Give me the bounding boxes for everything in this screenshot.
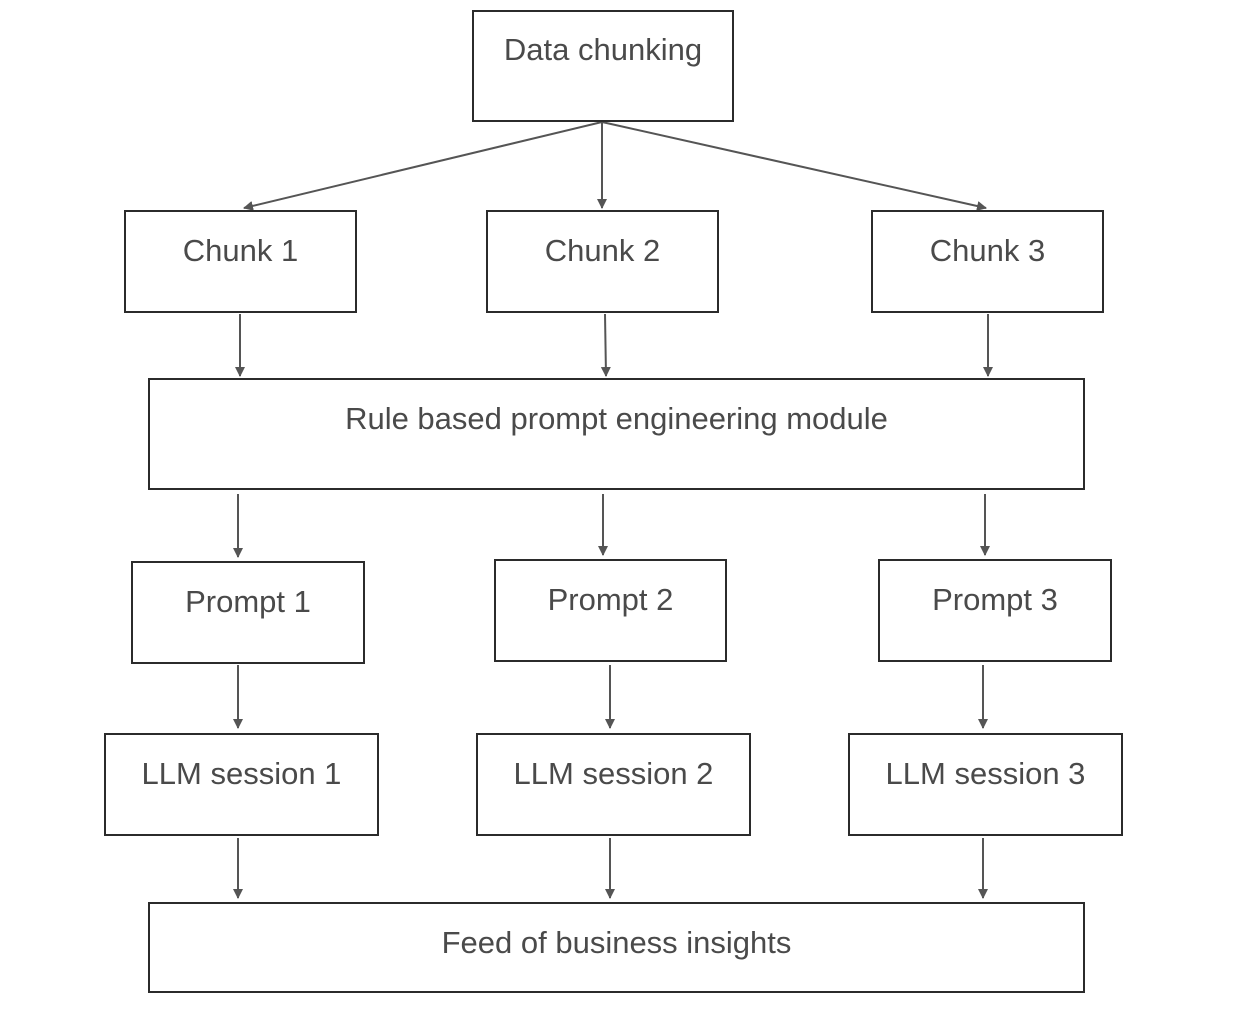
node-llm-session-2: LLM session 2 bbox=[476, 733, 751, 836]
node-prompt-1: Prompt 1 bbox=[131, 561, 365, 664]
node-feed-of-business-insights: Feed of business insights bbox=[148, 902, 1085, 993]
node-llm-session-1: LLM session 1 bbox=[104, 733, 379, 836]
arrow-chunking-to-chunk-3 bbox=[601, 121, 987, 211]
node-data-chunking-label: Data chunking bbox=[503, 32, 703, 67]
node-chunk-3: Chunk 3 bbox=[871, 210, 1104, 313]
node-chunk-3-label: Chunk 3 bbox=[929, 233, 1046, 268]
node-prompt-2: Prompt 2 bbox=[494, 559, 727, 662]
node-feed-label: Feed of business insights bbox=[441, 925, 792, 960]
node-chunk-1-label: Chunk 1 bbox=[182, 233, 299, 268]
node-llm-session-3-label: LLM session 3 bbox=[885, 756, 1086, 791]
node-llm-session-2-label: LLM session 2 bbox=[513, 756, 714, 791]
arrow-chunk-2-to-module bbox=[600, 313, 611, 377]
node-prompt-1-label: Prompt 1 bbox=[185, 584, 311, 619]
node-chunk-2-label: Chunk 2 bbox=[544, 233, 661, 268]
node-chunk-2: Chunk 2 bbox=[486, 210, 719, 313]
node-llm-session-1-label: LLM session 1 bbox=[141, 756, 342, 791]
node-rule-based-module-label: Rule based prompt engineering module bbox=[345, 401, 888, 436]
node-prompt-3: Prompt 3 bbox=[878, 559, 1112, 662]
node-rule-based-module: Rule based prompt engineering module bbox=[148, 378, 1085, 490]
node-prompt-2-label: Prompt 2 bbox=[547, 582, 674, 617]
node-data-chunking: Data chunking bbox=[472, 10, 734, 122]
arrow-chunking-to-chunk-1 bbox=[243, 121, 603, 211]
node-prompt-3-label: Prompt 3 bbox=[932, 582, 1058, 617]
node-llm-session-3: LLM session 3 bbox=[848, 733, 1123, 836]
node-chunk-1: Chunk 1 bbox=[124, 210, 357, 313]
